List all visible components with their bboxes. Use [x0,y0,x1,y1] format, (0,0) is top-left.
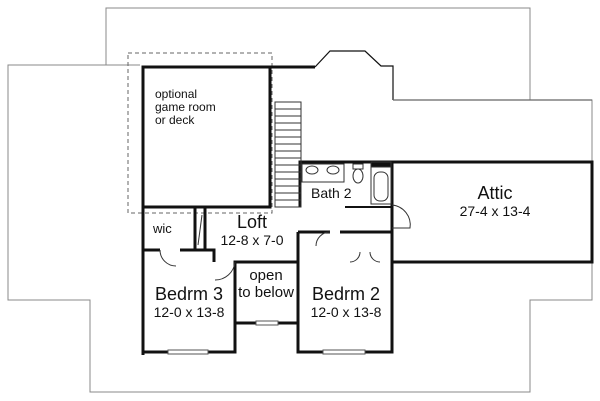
open-label-line: to below [238,283,294,301]
loft-label: Loft 12-8 x 7-0 [212,212,292,248]
game-room-label: optional game room or deck [155,87,216,128]
staircase: (function(){var g=document.currentScript… [274,101,302,208]
open-label-line: open [249,267,283,284]
bedrm2-size: 12-0 x 13-8 [310,303,382,320]
bedrm3-size: 12-0 x 13-8 [153,303,225,320]
bedrm3-name: Bedrm 3 [154,284,224,304]
attic-name: Attic [477,183,513,203]
wic-label: wic [153,221,172,236]
optional-area-outline [127,52,273,214]
open-to-below-label: open to below [233,267,299,301]
bath2-label: Bath 2 [311,185,352,201]
bedrm2-label: Bedrm 2 12-0 x 13-8 [300,284,392,320]
game-room-label-line: game room [155,100,216,115]
game-room-label-line: optional [155,87,198,101]
loft-size: 12-8 x 7-0 [220,231,284,248]
loft-name: Loft [236,212,268,232]
game-room-label-line: or deck [155,113,195,128]
bath-fixtures [159,161,411,281]
attic-size: 27-4 x 13-4 [459,202,531,219]
windows [167,320,366,355]
bedrm2-name: Bedrm 2 [311,284,381,304]
bedrm3-label: Bedrm 3 12-0 x 13-8 [143,284,235,320]
attic-label: Attic 27-4 x 13-4 [440,183,550,219]
